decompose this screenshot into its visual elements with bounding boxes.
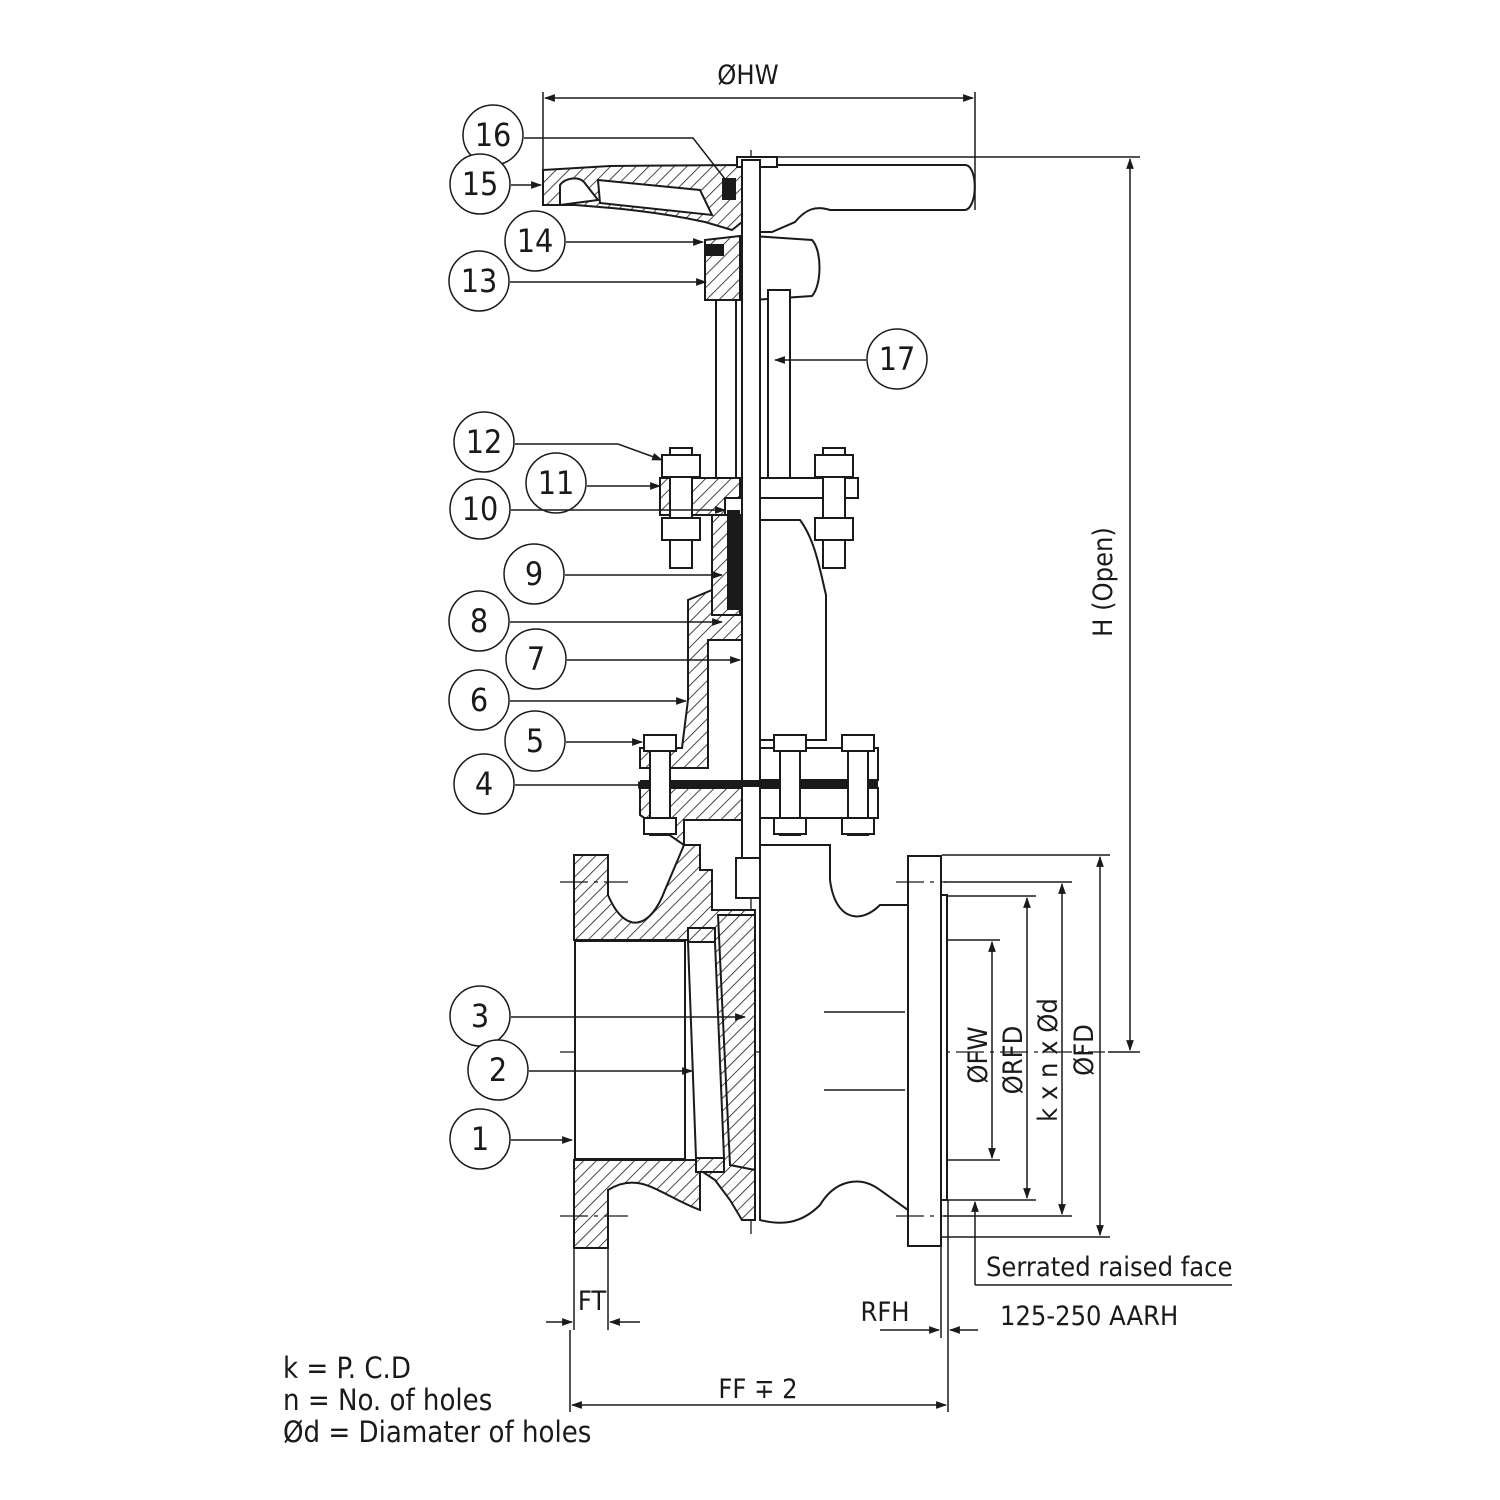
bonnet-right-wall [759,519,827,741]
svg-text:12: 12 [466,423,503,461]
svg-text:14: 14 [517,222,554,260]
dim-label-bore: ØFW [963,1026,994,1083]
handwheel-spoke [596,178,714,217]
body-bore-left [574,940,686,1160]
dimension-lines [542,92,1232,1412]
bonnet-gasket [640,780,878,787]
svg-text:17: 17 [879,340,916,378]
svg-text:16: 16 [475,116,512,154]
dim-label-rfh: RFH [860,1297,909,1328]
svg-text:10: 10 [462,490,499,528]
svg-text:8: 8 [470,602,488,640]
bonnet-left-section [639,588,743,769]
dim-label-handwheel: ØHW [717,60,778,91]
body-nut-1-bottom [643,817,677,835]
yoke-bearing [704,244,724,256]
callout-11: 11 [525,452,662,514]
callout-9: 9 [503,543,724,605]
gland-nut-right-top [814,454,854,478]
body-right-half [759,844,909,1224]
dim-label-flange-diameter: ØFD [1069,1024,1100,1076]
handwheel-rim-hollow [559,177,600,207]
gland-nut-right-bottom [814,517,854,541]
svg-text:2: 2 [489,1051,507,1089]
callout-17: 17 [773,328,928,390]
gland-nut-left-top [661,454,701,478]
gland-nut-left-bottom [661,517,701,541]
legend-line-2: n = No. of holes [283,1383,492,1417]
gate-wedge-section [716,914,756,1172]
stem-upper [741,159,761,861]
dim-label-height: H (Open) [1088,527,1119,637]
svg-text:13: 13 [461,262,498,300]
svg-text:4: 4 [475,765,493,803]
callout-13: 13 [448,250,708,312]
body-bonnet-joint [639,734,879,847]
stem-head [735,857,761,899]
surface-finish-label: Serrated raised face [986,1252,1232,1283]
callout-5: 5 [504,710,644,772]
body-nut-2-top [773,734,807,752]
svg-text:3: 3 [471,997,489,1035]
svg-text:7: 7 [527,640,545,678]
dim-label-bolt-circle: k x n x Ød [1033,998,1064,1122]
callout-10: 10 [449,478,727,540]
legend-line-1: k = P. C.D [283,1351,411,1385]
svg-text:1: 1 [471,1120,489,1158]
legend-line-3: Ød = Diamater of holes [283,1415,591,1449]
callout-14: 14 [504,210,705,272]
body-nut-2-bottom [773,817,807,835]
callout-4: 4 [453,753,650,815]
yoke-left-leg [715,299,737,479]
body-nut-3-bottom [841,817,875,835]
dim-label-face-to-face: FF ∓ 2 [718,1374,797,1405]
callout-15: 15 [449,153,543,215]
callout-2: 2 [467,1039,694,1101]
handwheel-right-half [751,164,976,233]
svg-text:5: 5 [526,722,544,760]
packing-rings [727,510,740,610]
gland-assembly [659,447,859,616]
handwheel-key [722,178,736,200]
valve-body [560,844,948,1249]
yoke-top-right [751,234,821,302]
dim-label-flange-thickness: FT [578,1286,607,1317]
dim-label-raised-face: ØRFD [998,1026,1029,1095]
surface-finish-value: 125-250 AARH [1000,1301,1178,1332]
body-nut-1-top [643,734,677,752]
svg-text:11: 11 [538,464,575,502]
end-flange-right [907,855,942,1247]
gate-wedge [686,941,726,1159]
callout-1: 1 [449,1108,574,1170]
callout-12: 12 [453,411,664,473]
callout-8: 8 [448,590,724,652]
seat-ring-lower [695,1157,725,1173]
raised-face-right [940,894,948,1201]
svg-text:6: 6 [470,681,488,719]
seat-ring-upper [687,927,716,943]
yoke-right-leg [767,289,791,479]
callout-6: 6 [448,669,688,731]
body-nut-3-top [841,734,875,752]
svg-text:9: 9 [525,555,543,593]
callout-7: 7 [505,628,742,690]
svg-text:15: 15 [462,165,499,203]
